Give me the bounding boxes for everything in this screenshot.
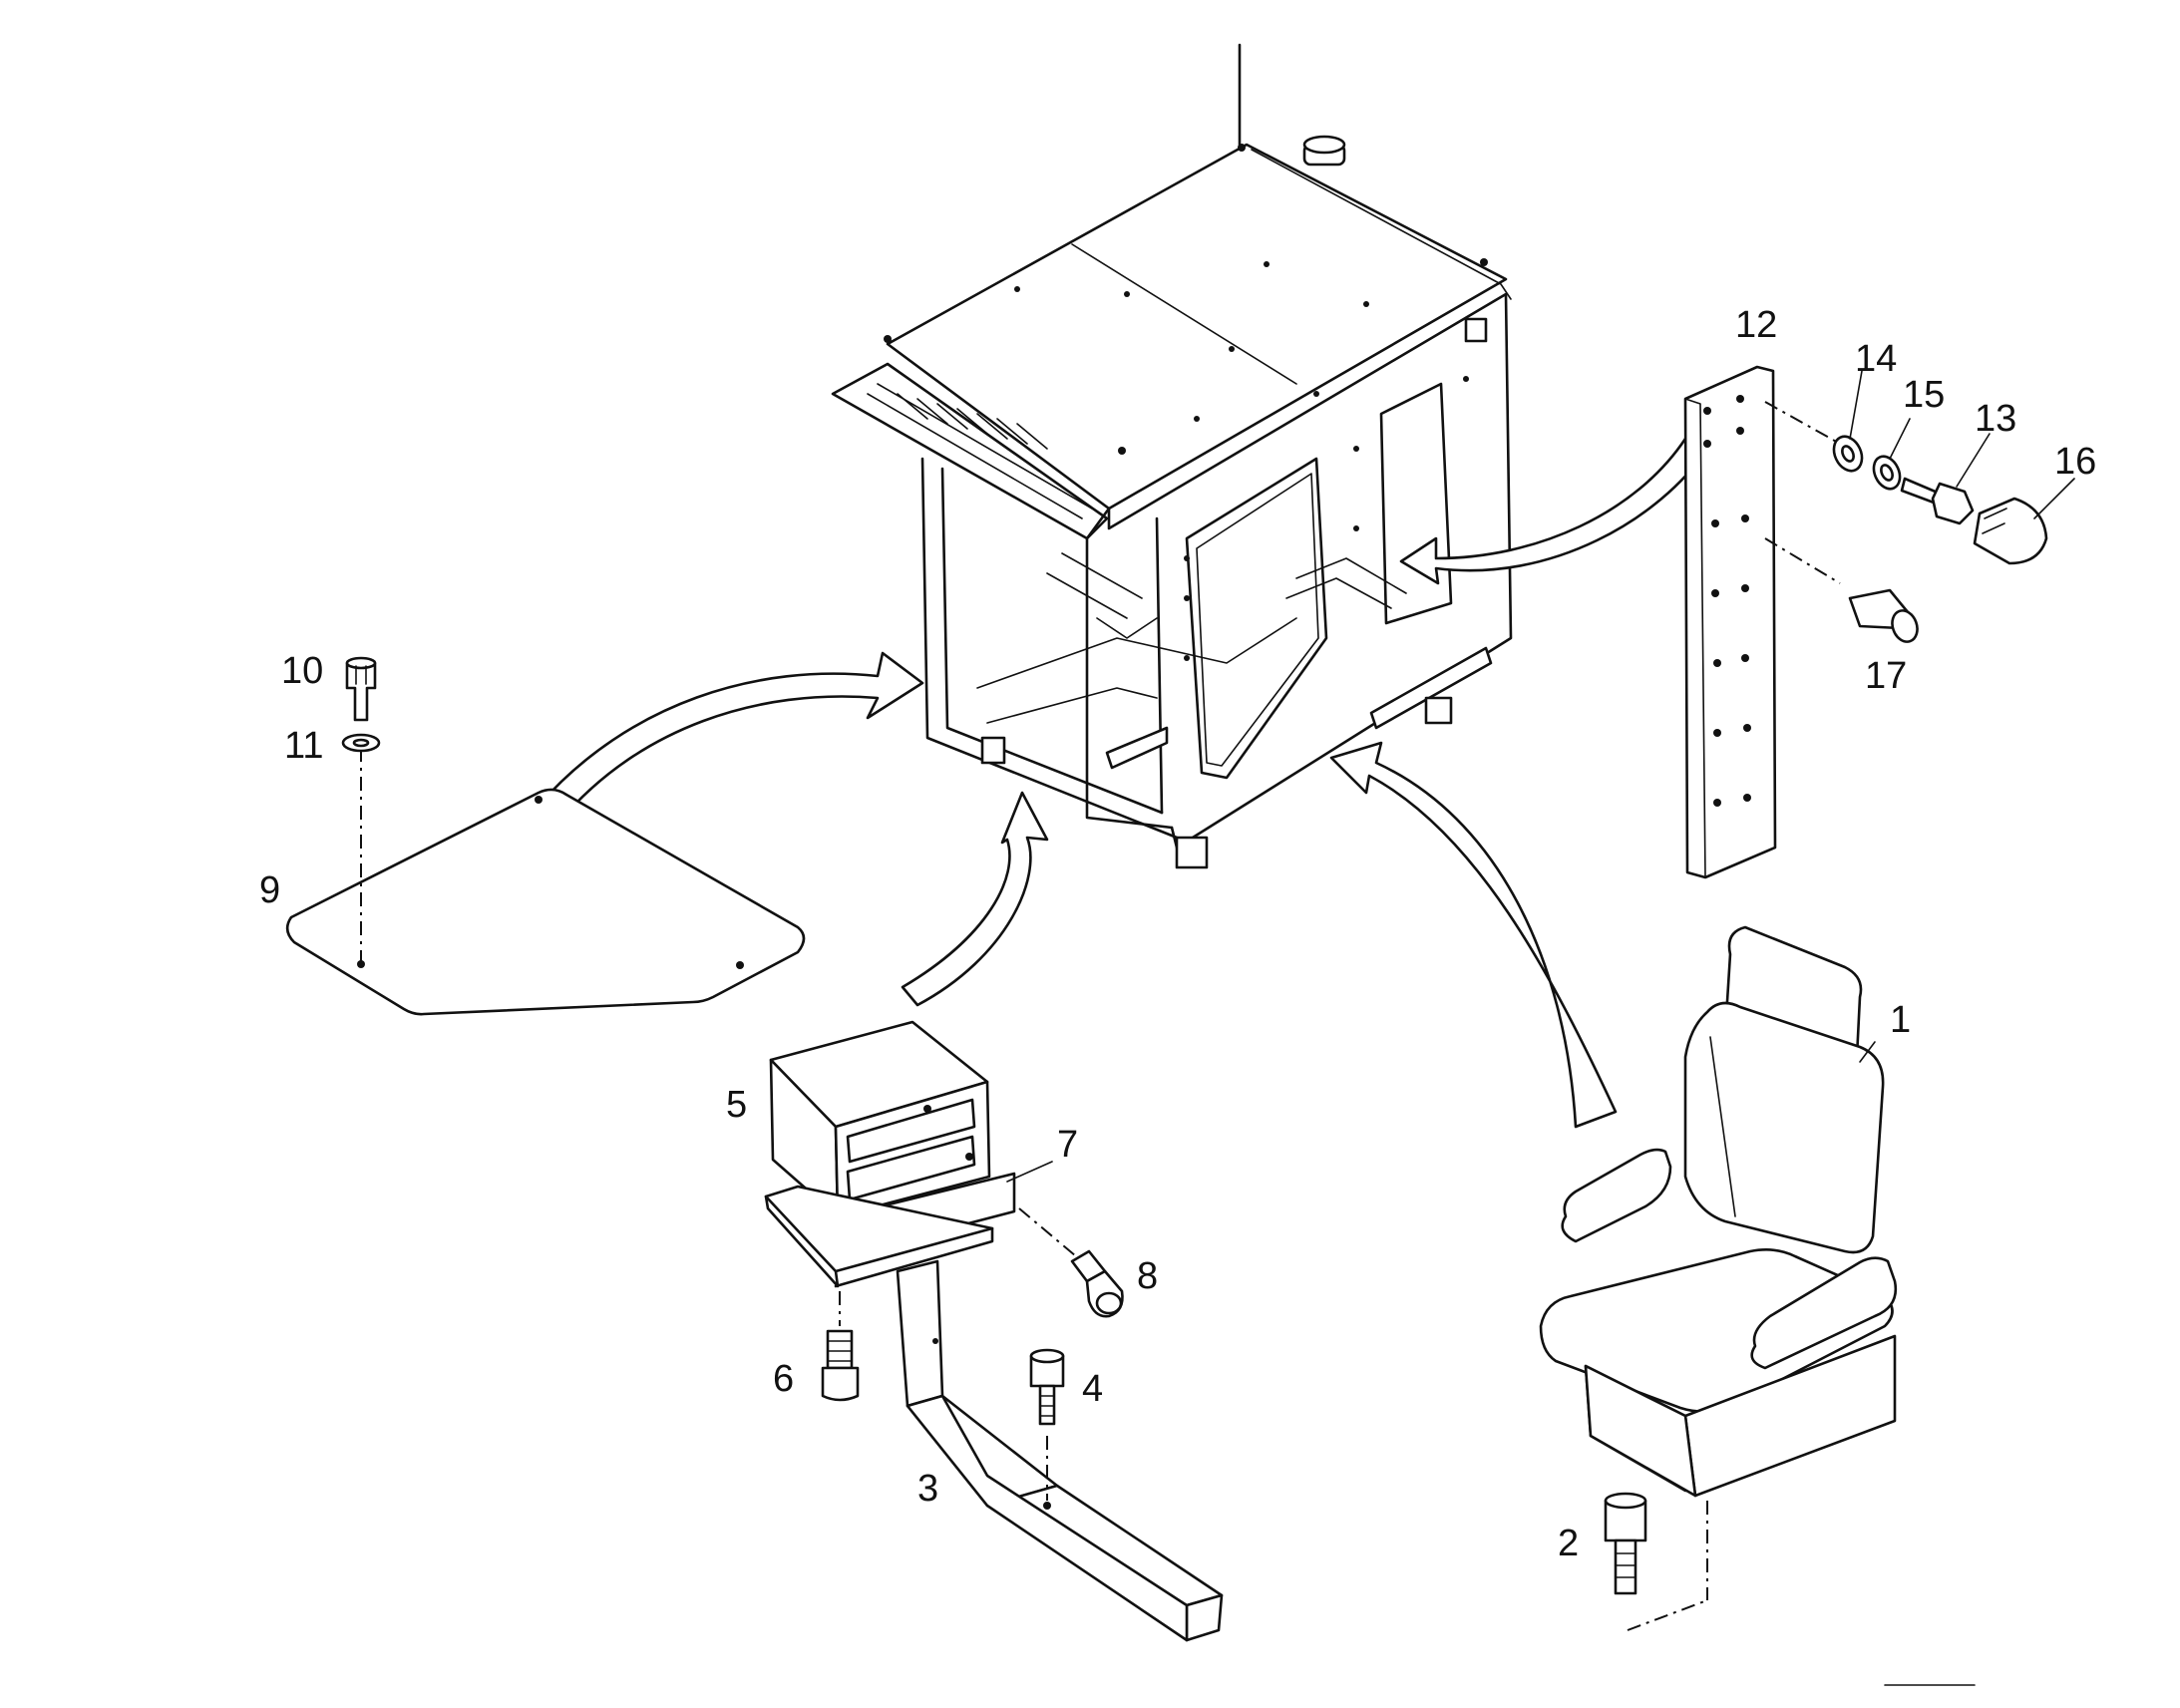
plug-17-icon [1848, 588, 1919, 643]
callout-8: 8 [1137, 1255, 1158, 1297]
cap-nut-16-icon [1973, 497, 2048, 565]
seat-bolt-icon [1604, 1492, 1647, 1595]
hex-bolt-13-icon [1900, 477, 1975, 525]
bolt-icon [821, 1329, 860, 1402]
console-tray [764, 1185, 994, 1288]
callout-1: 1 [1890, 999, 1911, 1041]
leader-lines [1006, 370, 2075, 1686]
screw-icon [345, 656, 377, 722]
callout-10: 10 [281, 650, 323, 692]
assembly-arrow-bottom-right [1329, 741, 1618, 1129]
assembly-arrow-right [1399, 437, 1709, 585]
cap-screw-icon [1029, 1348, 1065, 1426]
callout-4: 4 [1082, 1368, 1103, 1410]
knob-screw-icon [1070, 1249, 1124, 1318]
floor-plate [285, 788, 806, 1016]
control-box [769, 1020, 991, 1218]
dash-axis-8 [1018, 1207, 1083, 1262]
callout-11: 11 [284, 725, 323, 767]
callout-2: 2 [1558, 1523, 1579, 1564]
callout-5: 5 [726, 1084, 747, 1126]
callout-16: 16 [2054, 441, 2096, 483]
callout-14: 14 [1855, 338, 1897, 380]
lock-washer-15-icon [1872, 455, 1902, 491]
dash-axis-14 [1764, 401, 1841, 445]
callout-17: 17 [1865, 655, 1907, 697]
assembly-arrow-left [537, 651, 924, 825]
washer-icon [341, 733, 381, 753]
dash-axis-17 [1764, 537, 1841, 584]
washer-14-icon [1832, 435, 1864, 473]
operator-seat [1539, 925, 1898, 1498]
support-stand [896, 1259, 1224, 1642]
callout-13: 13 [1975, 398, 2016, 440]
callout-6: 6 [773, 1358, 794, 1400]
callout-9: 9 [259, 869, 280, 911]
dash-axis-2b [1627, 1599, 1708, 1631]
callout-7: 7 [1057, 1124, 1078, 1166]
callout-15: 15 [1903, 374, 1945, 416]
assembly-arrow-center [901, 791, 1049, 1007]
operator-cab [831, 43, 1513, 869]
callout-12: 12 [1735, 304, 1777, 346]
mounting-bracket [1683, 365, 1777, 879]
callout-3: 3 [917, 1468, 938, 1510]
